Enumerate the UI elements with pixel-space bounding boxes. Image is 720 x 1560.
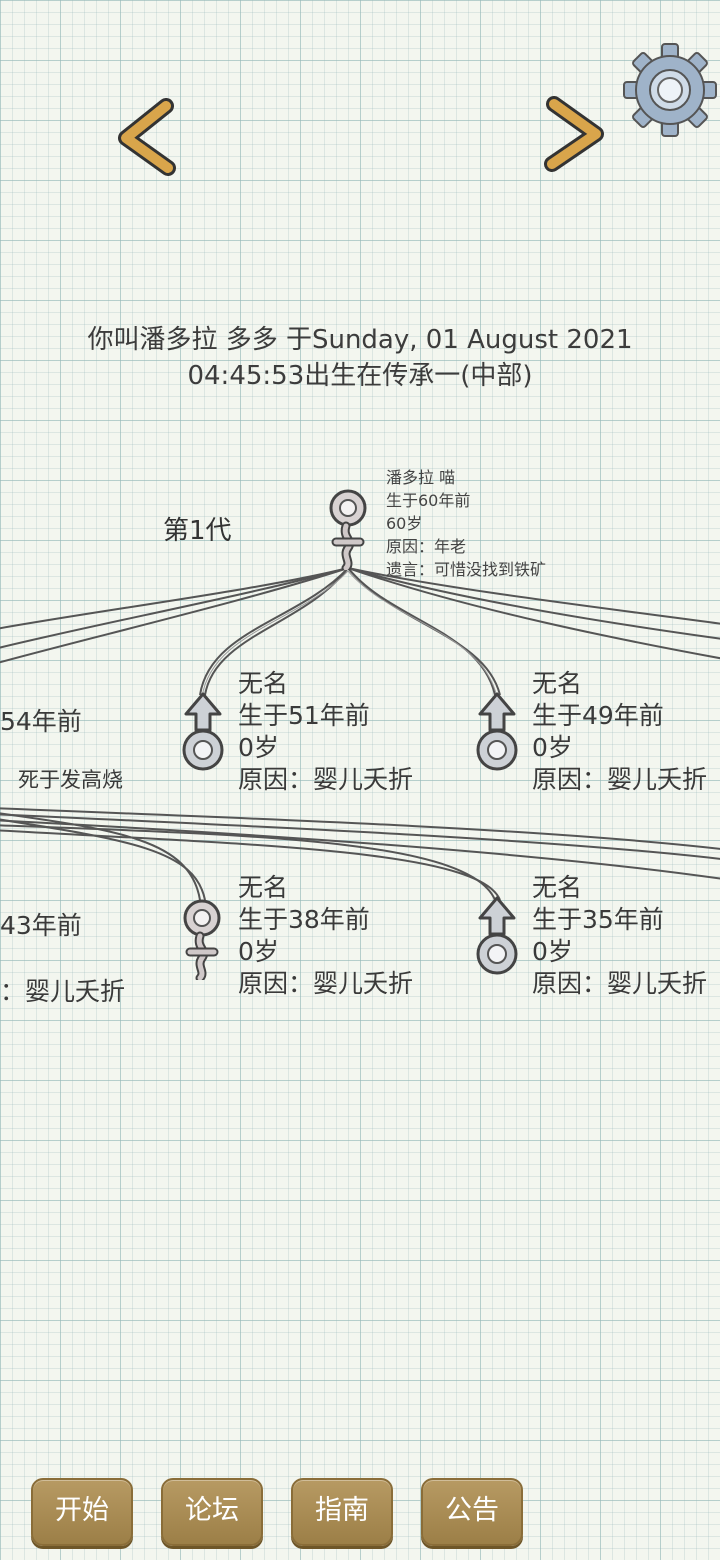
child-born: 生于51年前 [238, 701, 370, 730]
chevron-left-icon [118, 98, 176, 176]
root-cause: 原因：年老 [386, 537, 467, 556]
child-info-1: 无名 生于51年前 0岁 原因：婴儿夭折 [238, 668, 413, 796]
child-cause: 原因：婴儿夭折 [532, 765, 708, 794]
prev-arrow-button[interactable] [114, 98, 184, 178]
child-name: 无名 [532, 669, 583, 698]
child-name: 无名 [238, 669, 289, 698]
birth-info-line2: 04:45:53出生在传承一(中部) [187, 361, 533, 391]
child-age: 0岁 [532, 937, 573, 966]
male-symbol-icon [476, 692, 518, 771]
child-node-2[interactable] [470, 690, 524, 778]
child-info-4: 无名 生于35年前 0岁 原因：婴儿夭折 [532, 872, 707, 1000]
child-born: 生于38年前 [238, 905, 370, 934]
root-age: 60岁 [386, 514, 423, 533]
root-person-node[interactable] [322, 486, 374, 574]
left-child2-cause-fragment: ：婴儿夭折 [0, 977, 126, 1006]
root-name: 潘多拉 喵 [386, 468, 456, 487]
next-arrow-button[interactable] [540, 96, 610, 176]
male-symbol-icon [182, 692, 224, 771]
start-button[interactable]: 开始 [31, 1478, 133, 1546]
child-born: 生于49年前 [532, 701, 664, 730]
child-cause: 原因：婴儿夭折 [532, 969, 708, 998]
child-age: 0岁 [532, 733, 573, 762]
gear-icon [623, 43, 717, 137]
child-age: 0岁 [238, 937, 279, 966]
child-node-3[interactable] [176, 896, 228, 984]
child-age: 0岁 [238, 733, 279, 762]
guide-button[interactable]: 指南 [291, 1478, 393, 1546]
forum-button[interactable]: 论坛 [161, 1478, 263, 1546]
child-node-4[interactable] [470, 894, 524, 982]
child-info-3: 无名 生于38年前 0岁 原因：婴儿夭折 [238, 872, 413, 1000]
left-child-cause-fragment: 死于发高烧 [18, 768, 123, 792]
settings-button[interactable] [622, 42, 718, 138]
male-symbol-icon [476, 896, 518, 975]
child-cause: 原因：婴儿夭折 [238, 765, 414, 794]
child-info-2: 无名 生于49年前 0岁 原因：婴儿夭折 [532, 668, 707, 796]
left-child-born-fragment: 54年前 [0, 707, 82, 736]
generation-label: 第1代 [163, 516, 232, 546]
left-child2-born-fragment: 43年前 [0, 911, 82, 940]
birth-info-line1: 你叫潘多拉 多多 于Sunday, 01 August 2021 [87, 325, 633, 355]
root-person-info: 潘多拉 喵 生于60年前 60岁 原因：年老 遗言：可惜没找到铁矿 [386, 466, 546, 581]
child-name: 无名 [238, 873, 289, 902]
chevron-right-icon [544, 96, 604, 172]
root-last-words: 遗言：可惜没找到铁矿 [386, 560, 547, 579]
child-born: 生于35年前 [532, 905, 664, 934]
notice-button[interactable]: 公告 [421, 1478, 523, 1546]
child-name: 无名 [532, 873, 583, 902]
child-node-1[interactable] [176, 690, 230, 778]
root-born: 生于60年前 [386, 491, 471, 510]
female-symbol-icon [329, 489, 367, 573]
child-cause: 原因：婴儿夭折 [238, 969, 414, 998]
female-symbol-icon [183, 899, 221, 983]
